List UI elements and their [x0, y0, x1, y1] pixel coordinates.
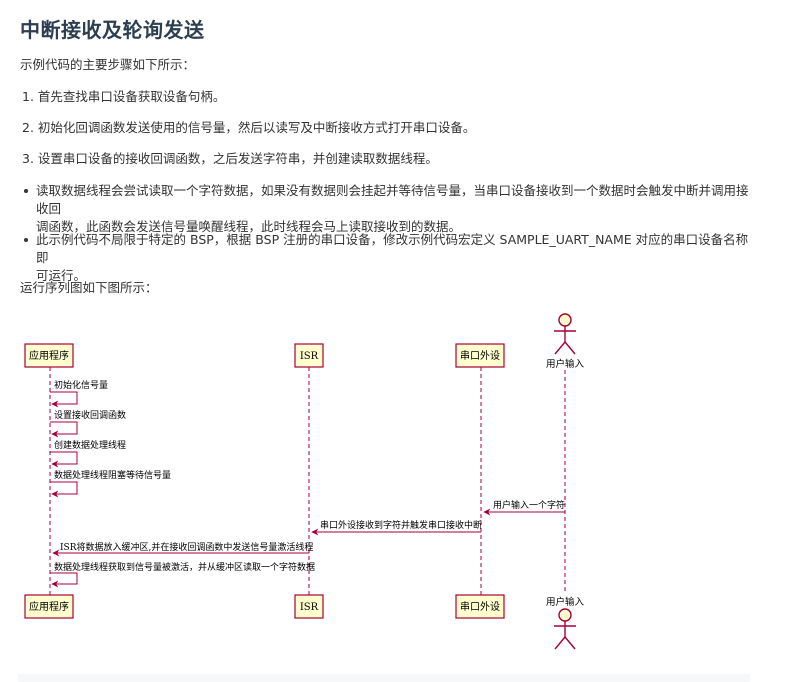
intro-text: 示例代码的主要步骤如下所示： — [20, 57, 196, 72]
participant-label: ISR — [300, 602, 319, 613]
message-label: 数据处理线程阻塞等待信号量 — [54, 469, 171, 481]
participant-label: ISR — [300, 351, 319, 362]
message-set-rx-callback: 设置接收回调函数 — [50, 409, 126, 438]
message-create-thread: 创建数据处理线程 — [50, 439, 126, 468]
sequence-intro-text: 运行序列图如下图所示： — [20, 280, 158, 295]
participant-isr-bottom: ISR — [294, 594, 324, 619]
actor-user-top: 用户输入 — [546, 313, 585, 370]
message-label: 数据处理线程获取到信号量被激活，并从缓冲区读取一个字符数据 — [54, 561, 315, 573]
bullet-item-2: 此示例代码不局限于特定的 BSP，根据 BSP 注册的串口设备，修改示例代码宏定… — [20, 231, 760, 285]
actor-user-bottom: 用户输入 — [546, 596, 585, 650]
participant-uart-top: 串口外设 — [455, 343, 505, 368]
actor-icon — [558, 313, 572, 327]
participant-app-bottom: 应用程序 — [24, 594, 74, 619]
message-label: 创建数据处理线程 — [54, 439, 126, 451]
page-title: 中断接收及轮询发送 — [20, 18, 205, 42]
message-init-semaphore: 初始化信号量 — [50, 379, 108, 408]
participant-label: 串口外设 — [460, 601, 500, 613]
bullet-line: 可运行。 — [36, 268, 87, 283]
message-label: 用户输入一个字符 — [493, 499, 565, 511]
code-block — [18, 674, 750, 682]
message-label: 设置接收回调函数 — [54, 409, 126, 421]
message-thread-wait: 数据处理线程阻塞等待信号量 — [50, 469, 171, 498]
participant-label: 应用程序 — [29, 600, 69, 613]
actor-label: 用户输入 — [546, 596, 585, 608]
step-2: 2. 初始化回调函数发送使用的信号量，然后以读写及中断接收方式打开串口设备。 — [22, 120, 476, 135]
bullet-line: 读取数据线程会尝试读取一个字符数据，如果没有数据则会挂起并等待信号量，当串口设备… — [36, 183, 749, 216]
bullet-line: 调函数，此函数会发送信号量唤醒线程，此时线程会马上读取接收到的数据。 — [36, 219, 462, 234]
participant-label: 应用程序 — [29, 349, 69, 362]
message-label: 串口外设接收到字符并触发串口接收中断 — [320, 519, 482, 531]
bullet-item-1: 读取数据线程会尝试读取一个字符数据，如果没有数据则会挂起并等待信号量，当串口设备… — [20, 182, 760, 236]
sequence-diagram: 应用程序 ISR 串口外设 用户输入 初始化信号量 设置接收回调函数 — [24, 313, 585, 650]
participant-isr-top: ISR — [294, 343, 324, 368]
message-user-input: 用户输入一个字符 — [483, 499, 565, 516]
step-3: 3. 设置串口设备的接收回调函数，之后发送字符串，并创建读取数据线程。 — [22, 151, 438, 166]
bullet-line: 此示例代码不局限于特定的 BSP，根据 BSP 注册的串口设备，修改示例代码宏定… — [36, 232, 749, 265]
message-isr-release-semaphore: ISR将数据放入缓冲区,并在接收回调函数中发送信号量激活线程 — [52, 541, 313, 557]
message-label: ISR将数据放入缓冲区,并在接收回调函数中发送信号量激活线程 — [60, 541, 313, 553]
bullet-dot — [24, 189, 28, 193]
step-1: 1. 首先查找串口设备获取设备句柄。 — [22, 89, 226, 104]
participant-uart-bottom: 串口外设 — [455, 594, 505, 619]
actor-icon — [558, 608, 572, 622]
bullet-dot — [24, 238, 28, 242]
message-uart-interrupt: 串口外设接收到字符并触发串口接收中断 — [311, 519, 482, 536]
message-thread-activated: 数据处理线程获取到信号量被激活，并从缓冲区读取一个字符数据 — [50, 561, 315, 588]
participant-app-top: 应用程序 — [24, 343, 74, 368]
participant-label: 串口外设 — [460, 350, 500, 362]
message-label: 初始化信号量 — [54, 379, 108, 391]
actor-label: 用户输入 — [546, 358, 585, 370]
